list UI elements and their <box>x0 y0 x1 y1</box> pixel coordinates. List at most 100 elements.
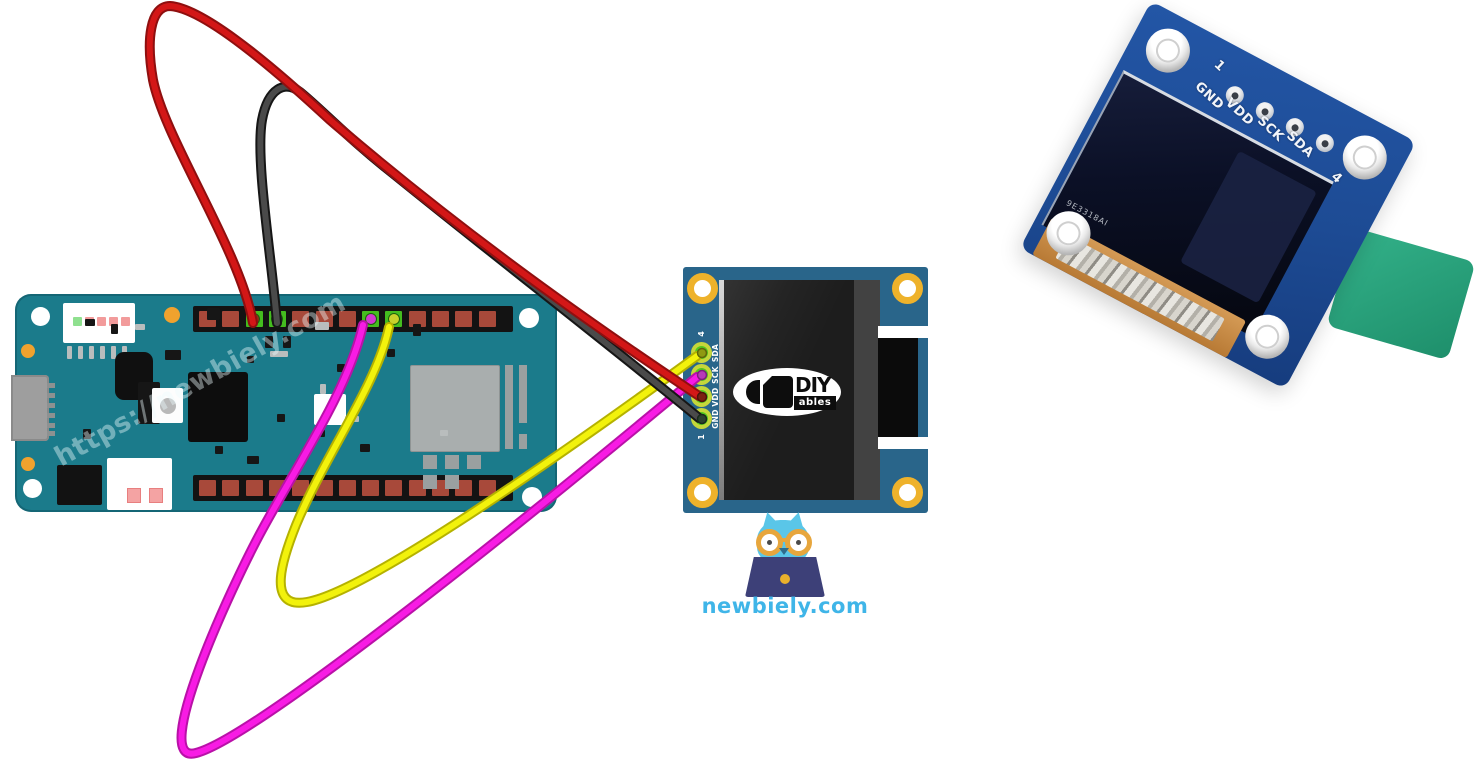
smd-component <box>207 308 220 320</box>
owl-eye <box>767 540 772 545</box>
shield-pad <box>423 455 437 469</box>
antenna-trace <box>519 365 527 423</box>
smd-component <box>413 324 421 336</box>
sda-pin <box>691 342 712 363</box>
diyables-logo-text: DIY <box>795 373 832 397</box>
reset-button-cap <box>160 398 176 414</box>
status-led <box>121 317 130 326</box>
usb-port <box>11 375 55 441</box>
oled-module-illustration: GND VDD SCK SDA 1 4 DIY ables <box>683 267 928 513</box>
led-indicator-block <box>63 303 135 343</box>
smd-component <box>345 416 359 422</box>
connector-pin <box>67 346 72 359</box>
smd-component <box>387 349 395 357</box>
diyables-logo-subtext: ables <box>794 396 836 410</box>
gnd-pin <box>691 408 712 429</box>
shield-pad <box>423 475 437 489</box>
mounting-hole <box>892 477 923 508</box>
diyables-logo-icon <box>746 380 760 404</box>
connector-slot <box>127 488 141 503</box>
screen-edge-highlight <box>719 280 724 500</box>
diyables-logo-icon <box>763 376 793 408</box>
photo-mounting-hole <box>1335 127 1395 188</box>
mounting-hole <box>687 477 718 508</box>
mkr-pin-pad <box>315 480 333 496</box>
owl-beak <box>779 548 789 555</box>
mounting-hole <box>519 308 539 328</box>
connector-slot <box>149 488 163 503</box>
mkr-pin-pad <box>222 480 240 496</box>
shield-pad <box>445 475 459 489</box>
status-led <box>109 317 118 326</box>
connector-pin <box>78 346 83 359</box>
connector-pin <box>89 346 94 359</box>
owl-laptop <box>745 557 825 597</box>
arduino-mkr-board: https://newbiely.com <box>11 287 557 512</box>
photo-sda-pad <box>1312 130 1338 156</box>
smd-component <box>360 444 370 452</box>
flex-connector <box>878 338 918 437</box>
laptop-logo-dot <box>780 574 790 584</box>
mkr-pin-pad <box>478 480 496 496</box>
component-shield-small <box>314 394 346 425</box>
antenna-trace <box>505 365 513 449</box>
mkr-pin-pad <box>268 480 286 496</box>
sck-pin <box>691 364 712 385</box>
pin-number-1: 1 <box>697 434 706 440</box>
smd-component <box>135 324 145 330</box>
shield-pad <box>467 455 481 469</box>
mkr-pin-pad <box>245 480 263 496</box>
pin-number-4: 4 <box>697 331 706 337</box>
antenna-trace <box>519 434 527 449</box>
rf-shield <box>410 365 500 452</box>
mkr-pin-pad <box>338 480 356 496</box>
screen-side-band <box>854 280 880 500</box>
mkr-top-pin-header <box>193 306 513 332</box>
status-led <box>97 317 106 326</box>
mounting-hole <box>687 273 718 304</box>
mkr-pin-pad <box>292 480 310 496</box>
mkr-pin-pad <box>478 311 496 327</box>
test-point <box>21 457 35 471</box>
smd-component <box>320 384 326 394</box>
mkr-bottom-pin-header <box>193 475 513 501</box>
vdd-pin <box>691 386 712 407</box>
mkr-pin-pad <box>362 311 380 327</box>
diyables-logo: DIY ables <box>733 368 841 416</box>
smd-component <box>315 430 325 437</box>
mkr-pin-pad <box>362 480 380 496</box>
power-led <box>73 317 82 326</box>
mounting-hole <box>892 273 923 304</box>
mkr-pin-pad <box>385 311 403 327</box>
test-point <box>21 344 35 358</box>
photo-screen-reflection <box>1180 150 1317 304</box>
mkr-pin-pad <box>222 311 240 327</box>
smd-component <box>111 324 118 334</box>
mounting-hole <box>522 487 542 507</box>
shield-pad <box>445 455 459 469</box>
connector-pin <box>111 346 116 359</box>
mkr-pin-pad <box>432 311 449 327</box>
diyables-logo-icon <box>763 376 772 385</box>
board-notch <box>878 437 928 449</box>
mkr-pin-pad <box>385 480 403 496</box>
sda-pin-label: SDA <box>711 343 720 363</box>
site-name-text: newbiely.com <box>701 594 869 618</box>
smd-component <box>440 430 448 436</box>
smd-component <box>165 350 181 360</box>
photo-pin-number-1: 1 <box>1210 57 1228 75</box>
mkr-pin-pad <box>199 480 216 496</box>
newbiely-owl-logo <box>743 510 835 602</box>
test-point <box>164 307 180 323</box>
smd-component <box>215 446 223 454</box>
smd-component <box>337 364 345 372</box>
smd-component <box>83 429 91 439</box>
mkr-pin-pad <box>245 311 263 327</box>
connector-pin <box>100 346 105 359</box>
mounting-hole <box>23 479 42 498</box>
glasses-bridge <box>781 538 787 542</box>
crypto-chip <box>57 465 102 505</box>
battery-connector <box>107 458 172 510</box>
smd-component <box>247 456 259 464</box>
